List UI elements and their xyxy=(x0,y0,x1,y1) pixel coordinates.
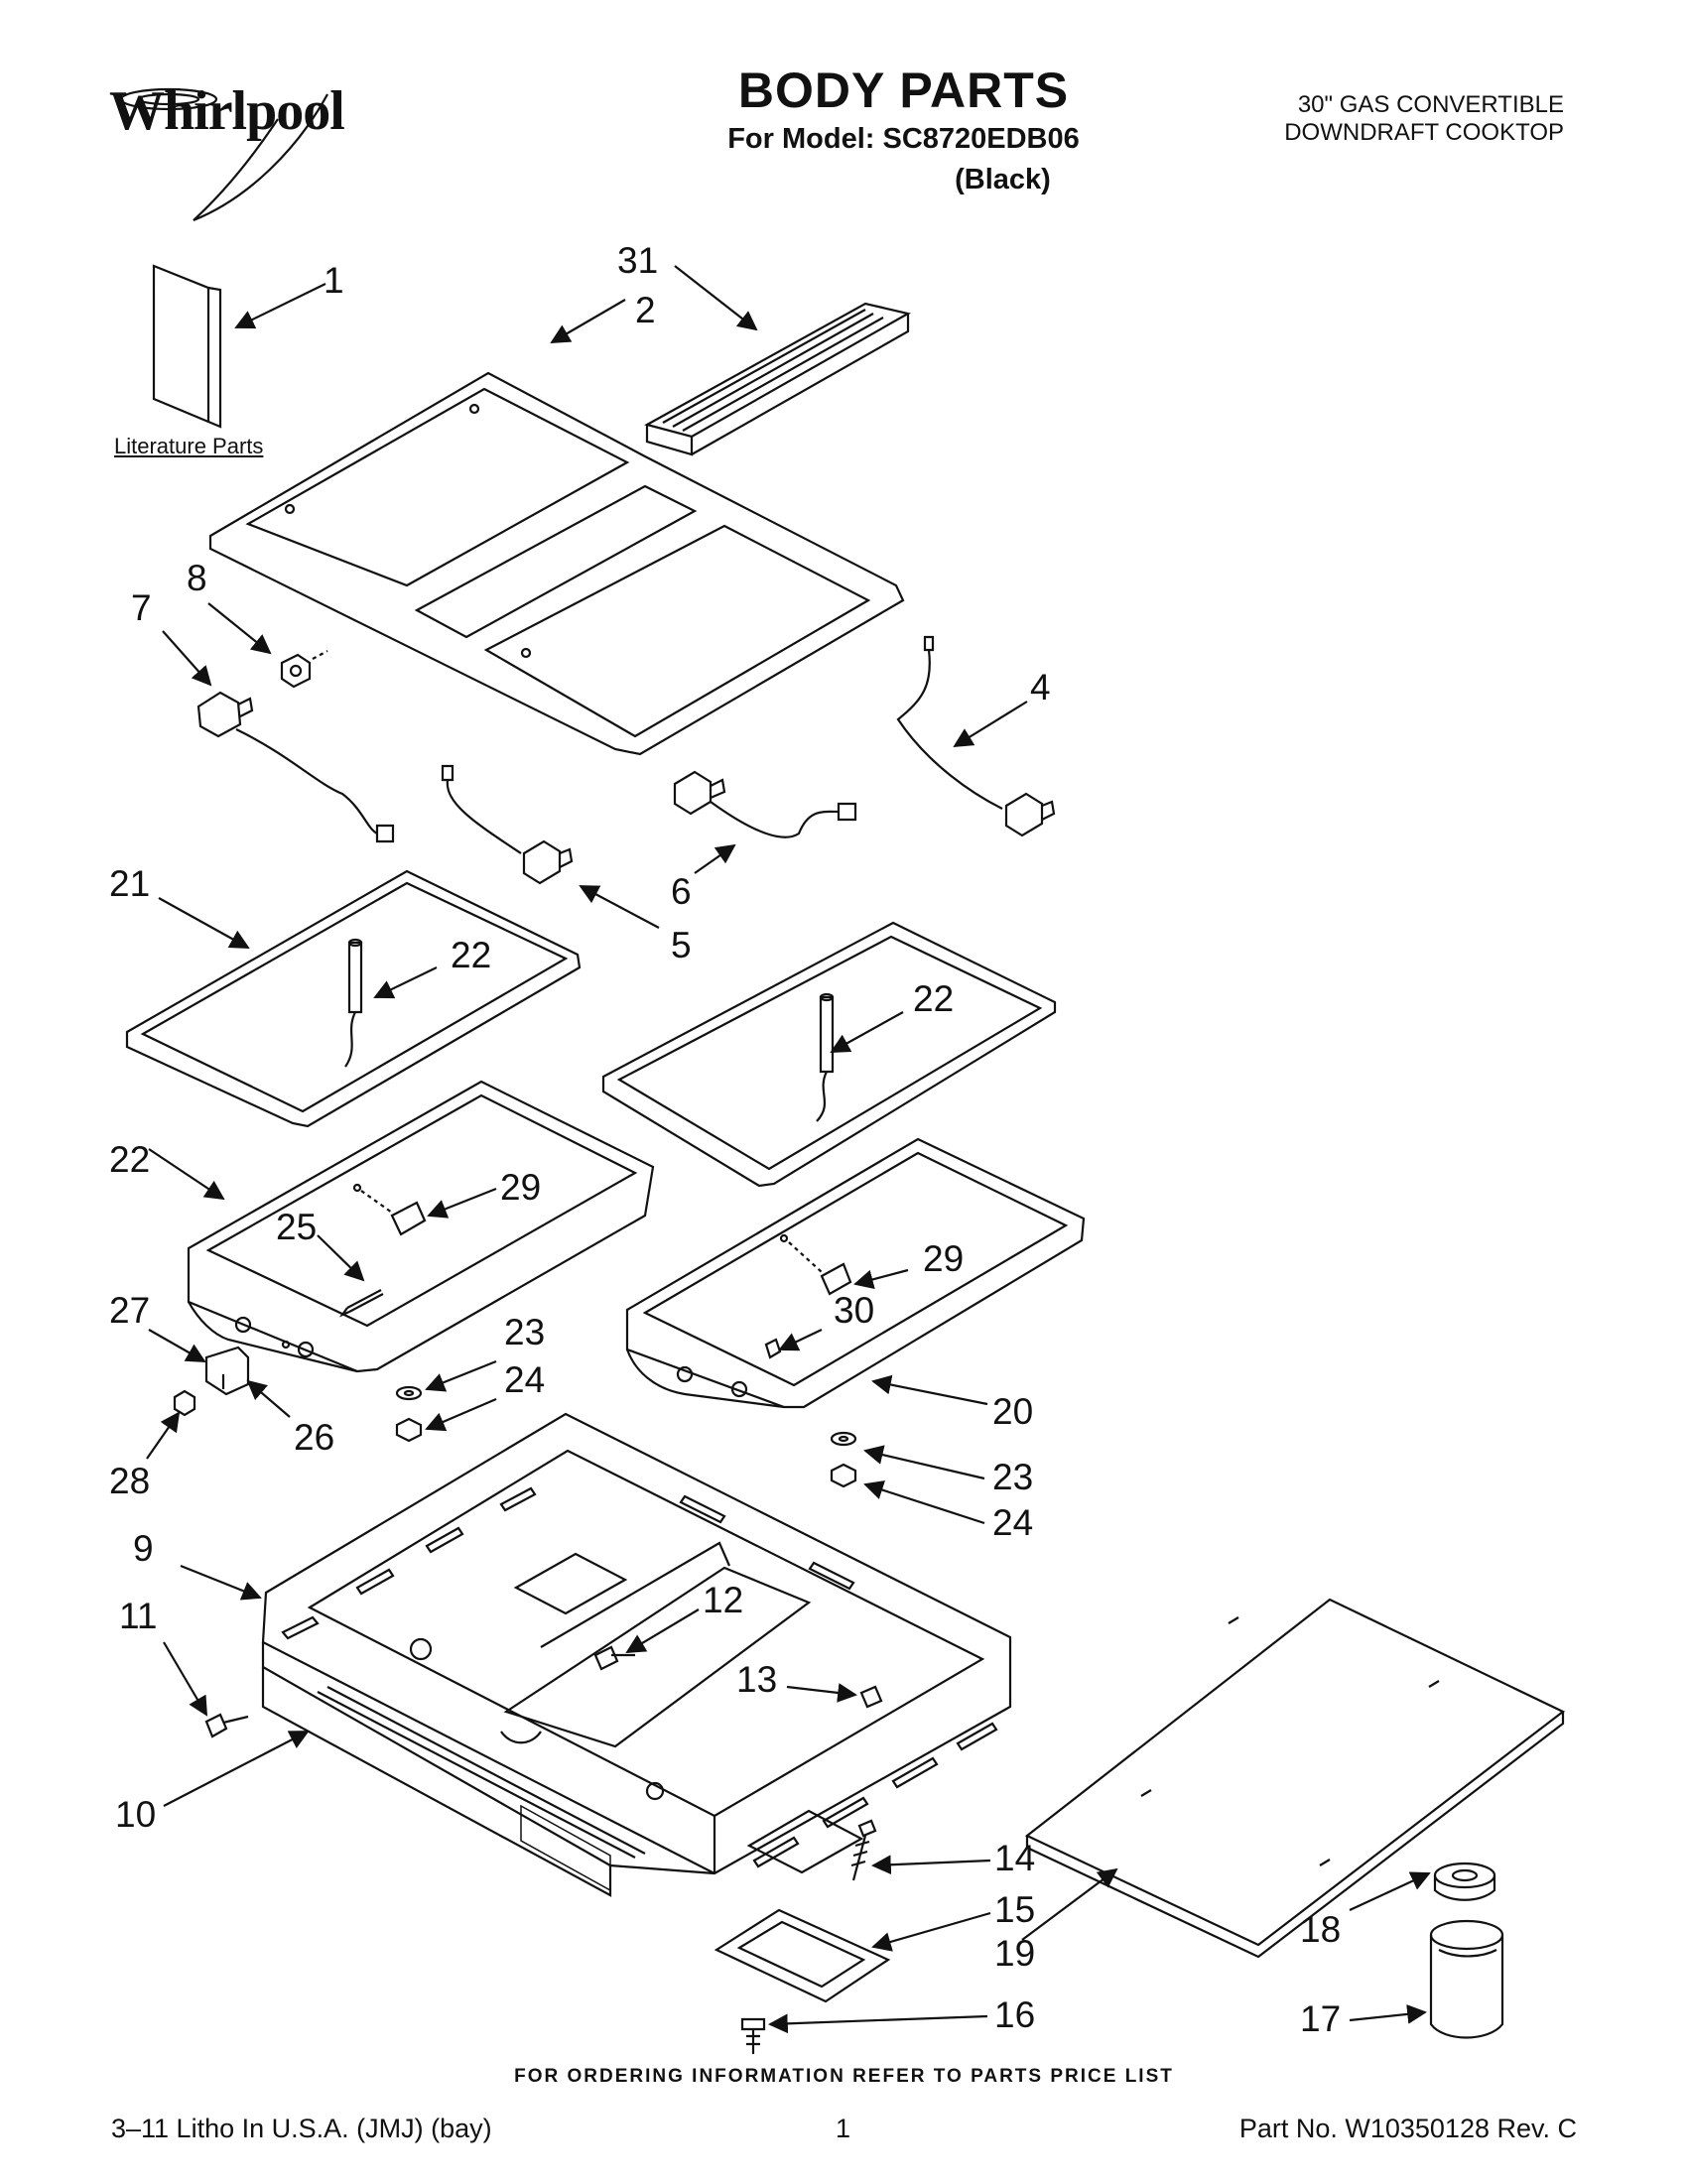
callout-30: 30 xyxy=(834,1290,875,1331)
callout-23a: 23 xyxy=(504,1312,546,1352)
burner-gasket-left xyxy=(125,869,582,1128)
callout-9: 9 xyxy=(133,1528,154,1569)
callout-13: 13 xyxy=(736,1659,778,1700)
callout-24b: 24 xyxy=(992,1502,1034,1543)
screw-12 xyxy=(593,1645,635,1671)
igniter-switch-front xyxy=(673,770,857,838)
callout-27: 27 xyxy=(109,1290,151,1331)
callout-23b: 23 xyxy=(992,1457,1034,1497)
callout-1: 1 xyxy=(324,260,344,301)
igniter-switch-right xyxy=(896,635,1056,837)
callout-24a: 24 xyxy=(504,1359,546,1400)
hex-nut xyxy=(280,650,328,689)
callout-12: 12 xyxy=(703,1580,744,1620)
page-title: BODY PARTS xyxy=(737,63,1070,118)
callout-22a: 22 xyxy=(451,935,492,975)
callout-21: 21 xyxy=(109,863,151,904)
callout-26: 26 xyxy=(294,1417,335,1458)
print-info: 3–11 Litho In U.S.A. (JMJ) (bay) xyxy=(111,2114,492,2143)
literature-parts-label: Literature Parts xyxy=(114,434,264,458)
mounting-bracket xyxy=(204,1346,250,1396)
product-description-line1: 30" GAS CONVERTIBLE xyxy=(1297,91,1564,118)
page-number: 1 xyxy=(836,2114,851,2143)
callout-29b: 29 xyxy=(923,1238,965,1279)
callout-16: 16 xyxy=(994,1994,1036,2035)
product-description-line2: DOWNDRAFT COOKTOP xyxy=(1284,119,1564,146)
igniter-electrode-left xyxy=(344,938,363,1068)
callout-31: 31 xyxy=(617,240,659,281)
filter-cap xyxy=(1433,1862,1496,1901)
washer-nut-left xyxy=(395,1385,423,1443)
callout-4: 4 xyxy=(1030,667,1051,707)
front-panel xyxy=(261,1667,612,1897)
callout-17: 17 xyxy=(1300,1998,1342,2039)
logo-swoosh xyxy=(119,87,328,222)
burner-box-left xyxy=(187,1080,655,1373)
callout-11: 11 xyxy=(119,1596,158,1636)
base-pan xyxy=(261,1412,1012,1892)
callout-18: 18 xyxy=(1300,1909,1342,1950)
burner-box-right xyxy=(625,1137,1086,1409)
callout-10: 10 xyxy=(115,1794,157,1835)
screw-16 xyxy=(740,2017,766,2054)
screw-14 xyxy=(850,1819,877,1881)
small-hex-nut xyxy=(173,1389,196,1417)
filter-jar xyxy=(1429,1919,1504,2039)
callout-14: 14 xyxy=(994,1838,1036,1878)
igniter-switch-left xyxy=(196,691,395,843)
color-variant: (Black) xyxy=(955,164,1051,195)
callout-7: 7 xyxy=(131,587,152,628)
callout-5: 5 xyxy=(671,925,692,965)
screw-11 xyxy=(204,1713,249,1738)
callout-8: 8 xyxy=(187,558,207,598)
callout-29a: 29 xyxy=(500,1167,542,1208)
bottom-cover xyxy=(1024,1598,1566,1959)
model-subtitle: For Model: SC8720EDB06 xyxy=(727,123,1080,155)
ordering-info: FOR ORDERING INFORMATION REFER TO PARTS … xyxy=(514,2066,1174,2087)
vent-grille xyxy=(644,302,911,456)
literature-booklet xyxy=(152,264,222,429)
callout-20: 20 xyxy=(992,1391,1034,1432)
washer-nut-right xyxy=(830,1431,857,1488)
access-plate xyxy=(714,1908,891,2003)
igniter-electrode-right xyxy=(816,992,835,1122)
callout-25: 25 xyxy=(276,1207,318,1247)
callout-6: 6 xyxy=(671,871,692,912)
clip-13 xyxy=(859,1685,883,1709)
callout-22c: 22 xyxy=(109,1139,151,1180)
callout-19: 19 xyxy=(994,1933,1036,1974)
callout-2: 2 xyxy=(635,290,656,330)
cooktop-frame xyxy=(208,371,905,756)
burner-gasket-right xyxy=(601,921,1057,1188)
callout-28: 28 xyxy=(109,1461,151,1501)
callout-15: 15 xyxy=(994,1889,1036,1930)
igniter-switch-center xyxy=(441,764,574,885)
callout-22b: 22 xyxy=(913,978,955,1019)
part-number: Part No. W10350128 Rev. C xyxy=(1238,2114,1577,2143)
